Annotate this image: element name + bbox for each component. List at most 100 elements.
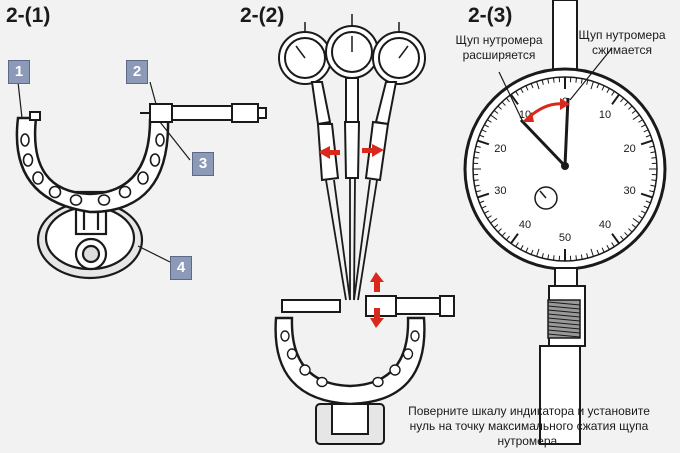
- dial-tick: [552, 255, 555, 261]
- label-expands-line2: расширяется: [462, 48, 536, 62]
- dial-tick: [649, 190, 655, 193]
- dial-tick: [479, 134, 485, 138]
- dial-tick: [638, 119, 643, 123]
- dial-tick: [586, 79, 589, 85]
- dial-tick: [547, 254, 550, 260]
- dial-tick: [515, 242, 519, 247]
- dial-tick: [620, 97, 625, 103]
- label-compresses-line1: Щуп нутромера: [578, 28, 666, 42]
- callout-leaders: [17, 81, 191, 263]
- step-title-1: 2-(1): [6, 4, 51, 27]
- dial-tick: [510, 233, 519, 245]
- dial-tick: [493, 109, 499, 114]
- dial-tick: [493, 224, 499, 229]
- dial-tick: [525, 85, 529, 91]
- dial-number: 40: [599, 219, 611, 231]
- dial-tick: [640, 192, 653, 199]
- dial-number: 10: [599, 109, 611, 121]
- dial-tick: [505, 235, 510, 241]
- step-title-3: 2-(3): [468, 4, 513, 27]
- dial-tick: [501, 101, 506, 106]
- dial-number: 20: [494, 143, 506, 155]
- instruction-line-3: нутромера.: [497, 434, 561, 448]
- dial-number: 30: [624, 185, 636, 197]
- dial-tick: [606, 88, 610, 94]
- dial-tick: [632, 217, 640, 224]
- dial-tick: [650, 184, 656, 187]
- callout-badge-1: 1: [8, 60, 30, 84]
- dial-tick: [651, 156, 657, 159]
- dial-tick: [475, 145, 481, 148]
- dial-tick: [541, 79, 544, 85]
- dial-tick: [541, 253, 544, 259]
- dial-tick: [596, 249, 600, 255]
- dial-tick: [481, 205, 487, 209]
- dial-tick: [487, 119, 492, 123]
- micrometer-frame: [15, 103, 267, 214]
- dial-tick: [640, 210, 646, 214]
- dial-tick: [525, 247, 529, 253]
- dial-tick: [474, 151, 480, 154]
- micrometer-stand-drawing: [36, 190, 144, 280]
- dial-tick: [515, 91, 519, 96]
- dial-tick: [580, 78, 583, 84]
- dial-number: 40: [519, 219, 531, 231]
- dial-tick: [650, 151, 656, 154]
- dial-tick: [547, 78, 550, 84]
- dial-tick: [628, 228, 633, 233]
- label-expands-line1: Щуп нутромера: [455, 33, 543, 47]
- dial-tick: [575, 77, 578, 83]
- dial-tick: [611, 242, 615, 247]
- dial-tick: [520, 88, 524, 94]
- instruction-text: Поверните шкалу индикатора и установите …: [384, 404, 674, 449]
- dial-tick: [640, 139, 653, 146]
- dial-tick: [477, 139, 490, 146]
- dial-tick: [620, 235, 625, 241]
- dial-tick: [473, 156, 479, 159]
- label-probe-expands: Щуп нутромера расширяется: [436, 33, 562, 63]
- dial-tick: [536, 81, 540, 90]
- dial-tick: [632, 114, 640, 121]
- dial-tick: [649, 145, 655, 148]
- dial-tick: [505, 97, 510, 103]
- dial-tick: [611, 91, 615, 96]
- dial-tick: [490, 217, 498, 224]
- dial-tick: [586, 253, 589, 259]
- dial-tick: [580, 254, 583, 260]
- dial-tick: [590, 248, 594, 257]
- dial-tick: [530, 249, 534, 255]
- dial-tick: [477, 192, 490, 199]
- dial-tick: [601, 247, 605, 253]
- dial-tick: [501, 232, 506, 237]
- dial-tick: [490, 114, 498, 121]
- dial-tick: [497, 105, 502, 110]
- callout-badge-2: 2: [126, 60, 148, 84]
- dial-tick: [520, 244, 524, 250]
- dial-tick: [474, 184, 480, 187]
- dial-tick: [552, 77, 555, 83]
- dial-tick: [530, 83, 534, 89]
- dial-tick: [510, 93, 519, 105]
- instruction-line-2: нуль на точку максимального сжатия щупа: [409, 419, 649, 433]
- dial-number: 50: [559, 232, 571, 244]
- instruction-line-1: Поверните шкалу индикатора и установите: [408, 404, 650, 418]
- dial-tick: [631, 109, 637, 114]
- dial-tick: [479, 200, 485, 204]
- callout-badge-4: 4: [170, 256, 192, 280]
- dial-tick: [596, 83, 600, 89]
- dial-tick: [575, 255, 578, 261]
- dial-tick: [638, 215, 643, 219]
- dial-tick: [497, 228, 502, 233]
- bore-gauge-drawing: [274, 14, 455, 445]
- dial-tick: [624, 101, 629, 106]
- dial-tick: [473, 179, 479, 182]
- callout-badge-3: 3: [192, 152, 214, 176]
- label-probe-compresses: Щуп нутромера сжимается: [566, 28, 678, 58]
- dial-number: 30: [494, 185, 506, 197]
- dial-tick: [624, 232, 629, 237]
- dial-tick: [536, 248, 540, 257]
- dial-tick: [643, 129, 649, 133]
- dial-tick: [590, 81, 594, 90]
